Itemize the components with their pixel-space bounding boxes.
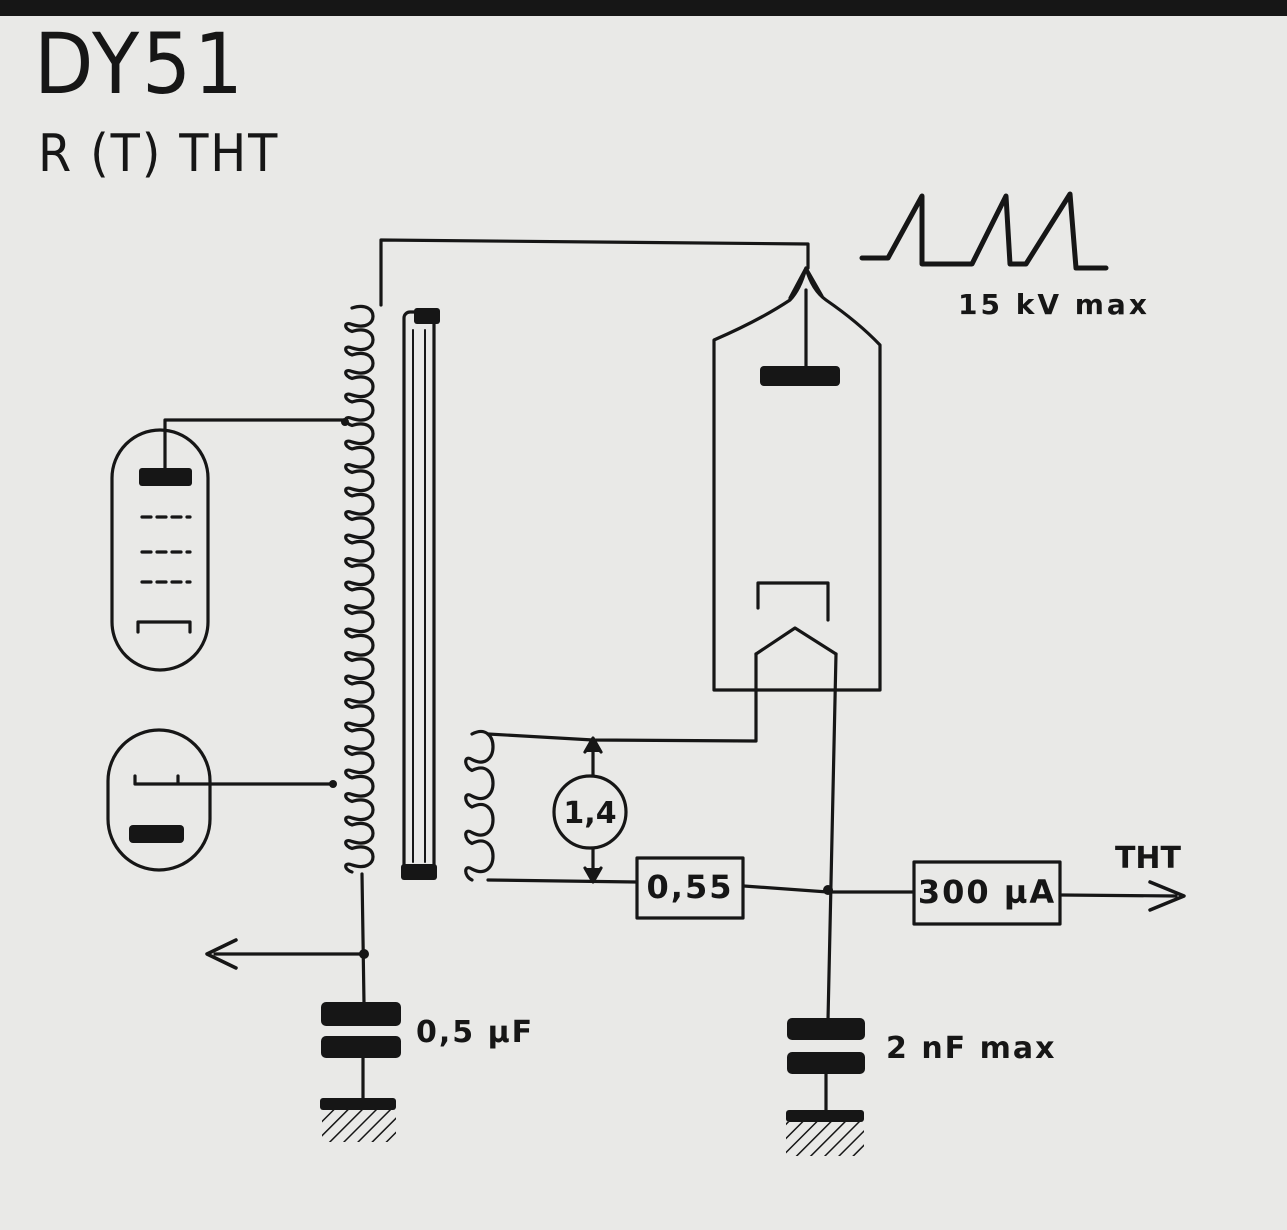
capacitor-right-label: 2 nF max	[886, 1031, 1056, 1066]
primary-winding	[344, 304, 375, 874]
pulse-voltage-label: 15 kV max	[958, 288, 1150, 321]
resistor-box	[635, 856, 745, 920]
filament-winding	[464, 730, 495, 882]
primary-coil-turns	[344, 304, 375, 874]
junction-dot	[359, 949, 369, 959]
junction-dot	[823, 885, 833, 895]
ratio-arrow-down	[583, 866, 603, 884]
capacitor-left-plate-bottom	[321, 1036, 401, 1058]
junction-dot	[341, 418, 349, 426]
current-meter-label: 300 µA	[918, 873, 1056, 911]
transformer-core	[402, 310, 436, 880]
output-arrow	[1148, 880, 1186, 912]
booster-diode-tube	[106, 728, 335, 872]
booster-anode	[129, 825, 184, 843]
core-cap-bottom	[401, 864, 437, 880]
filament-coil-turns	[464, 730, 495, 882]
sawtooth-waveform	[859, 191, 1109, 271]
capacitor-right-plate-bottom	[787, 1052, 865, 1074]
filament-lead-top	[486, 652, 758, 743]
primary-bottom-lead	[360, 872, 366, 1005]
ground-left-bar	[320, 1098, 396, 1110]
capacitor-left-label: 0,5 µF	[416, 1015, 534, 1050]
rectifier-anode	[760, 366, 840, 386]
resistor-label: 0,55	[647, 868, 734, 906]
core-cap-top	[414, 308, 440, 324]
diagram-subtitle: R (T) THT	[38, 124, 280, 184]
ratio-arrow-up	[583, 736, 603, 754]
filament-lead-bottom	[486, 878, 638, 884]
ground-right-bar	[786, 1110, 864, 1122]
pentode-anode	[139, 468, 192, 486]
supply-arrow	[205, 938, 238, 970]
pentode-tube	[110, 418, 347, 672]
junction-dot	[329, 780, 337, 788]
output-wire	[1060, 893, 1178, 898]
top-rule	[0, 0, 1287, 16]
ratio-circle	[552, 774, 628, 850]
current-meter-box	[912, 860, 1062, 926]
capacitor-left-plate-top	[321, 1002, 401, 1026]
diagram-title: DY51	[34, 15, 246, 113]
capacitor-right-plate-top	[787, 1018, 865, 1040]
ground-left-hatch	[322, 1110, 396, 1142]
ratio-label: 1,4	[563, 796, 616, 831]
output-label: THT	[1115, 841, 1182, 876]
top-wire	[379, 238, 810, 307]
ground-right-hatch	[786, 1122, 864, 1156]
rectifier-tube	[712, 266, 882, 1022]
